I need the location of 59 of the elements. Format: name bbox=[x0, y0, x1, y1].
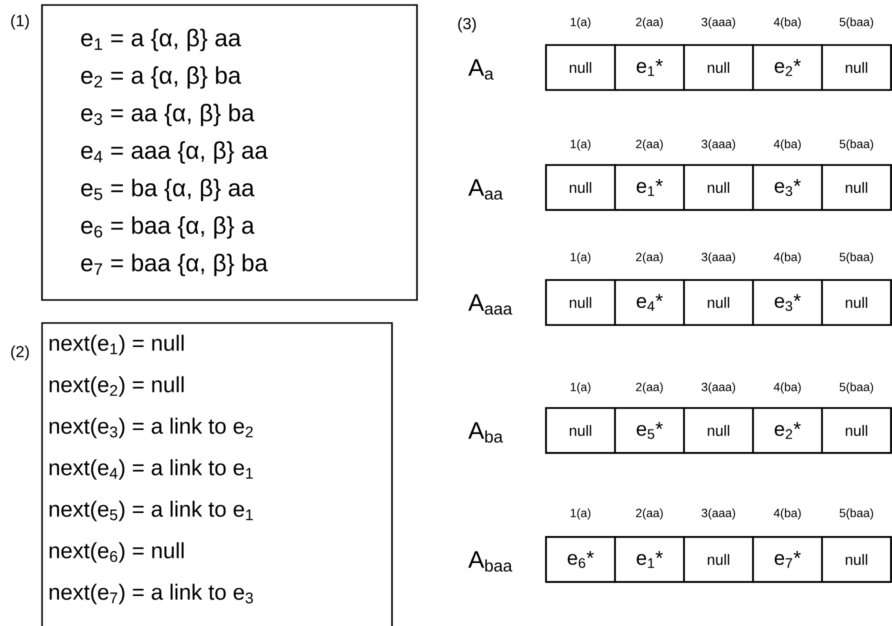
index-label: 4(ba) bbox=[774, 508, 801, 520]
array-cell: e$_{5}$* bbox=[614, 407, 685, 454]
array-cell: null bbox=[545, 44, 616, 91]
array-name: A$_{a}$ bbox=[468, 59, 494, 80]
array-cell: e$_{4}$* bbox=[614, 279, 685, 326]
index-label: 5(baa) bbox=[840, 252, 874, 264]
array-cell: null bbox=[821, 164, 892, 211]
array-cell: e$_{1}$* bbox=[614, 536, 685, 583]
index-label: 1(a) bbox=[570, 508, 590, 520]
array-cell: e$_{7}$* bbox=[752, 536, 823, 583]
array-cell: null bbox=[683, 279, 754, 326]
index-label: 3(aaa) bbox=[702, 252, 736, 264]
index-label: 3(aaa) bbox=[702, 382, 736, 394]
array-cell: e$_{3}$* bbox=[752, 279, 823, 326]
index-label: 1(a) bbox=[570, 17, 590, 29]
index-label: 5(baa) bbox=[840, 508, 874, 520]
array-cell: e$_{2}$* bbox=[752, 44, 823, 91]
array-cell: null bbox=[545, 164, 616, 211]
index-label: 4(ba) bbox=[774, 382, 801, 394]
array-cell: null bbox=[683, 44, 754, 91]
index-label: 3(aaa) bbox=[702, 139, 736, 151]
array-cell: null bbox=[821, 44, 892, 91]
index-label: 2(aa) bbox=[636, 139, 663, 151]
array-cell: null bbox=[821, 536, 892, 583]
array-cell: null bbox=[545, 279, 616, 326]
array-cell: e$_{6}$* bbox=[545, 536, 616, 583]
panel-number: (3) bbox=[458, 18, 476, 32]
index-label: 2(aa) bbox=[636, 252, 663, 264]
array-name: A$_{aaa}$ bbox=[468, 294, 512, 315]
index-label: 5(baa) bbox=[840, 382, 874, 394]
array-name: A$_{aa}$ bbox=[468, 179, 503, 200]
array-name: A$_{ba}$ bbox=[468, 422, 503, 443]
array-cell: null bbox=[683, 536, 754, 583]
array-cell: null bbox=[683, 407, 754, 454]
array-cell: e$_{1}$* bbox=[614, 44, 685, 91]
array-cell: null bbox=[545, 407, 616, 454]
index-label: 2(aa) bbox=[636, 382, 663, 394]
array-cell: e$_{2}$* bbox=[752, 407, 823, 454]
panel-number: (2) bbox=[11, 346, 29, 360]
index-label: 4(ba) bbox=[774, 139, 801, 151]
index-label: 5(baa) bbox=[840, 139, 874, 151]
index-label: 3(aaa) bbox=[702, 17, 736, 29]
text-box: e$_{1}$ = a {α, β} aa e$_{2}$ = a {α, β} ba e$_{3}$ = aa {α, β} ba e$_{4}$ = aaa {α, β} aa e$_{5}$ = ba {α, β} aa e$_{6}$ = baa {α, β} a e$_{7}$ = baa {α, β} ba bbox=[41, 4, 418, 301]
array-cell: null bbox=[821, 279, 892, 326]
array-cell: null bbox=[821, 407, 892, 454]
array-cell: e$_{3}$* bbox=[752, 164, 823, 211]
index-label: 5(baa) bbox=[840, 17, 874, 29]
index-label: 4(ba) bbox=[774, 252, 801, 264]
index-label: 4(ba) bbox=[774, 17, 801, 29]
array-cell: null bbox=[683, 164, 754, 211]
array-cell: e$_{1}$* bbox=[614, 164, 685, 211]
index-label: 2(aa) bbox=[636, 508, 663, 520]
index-label: 2(aa) bbox=[636, 17, 663, 29]
index-label: 1(a) bbox=[570, 252, 590, 264]
array-name: A$_{baa}$ bbox=[468, 551, 512, 572]
text-box: next(e$_{1}$) = null next(e$_{2}$) = null next(e$_{3}$) = a link to e$_{2}$ next(e$_{4}$) = a link to e$_{1}$ next(e$_{5}$) = a link to e$_{1}$ next(e$_{6}$) = null next(e$_{7}$) = a link to e$_{3}$ bbox=[41, 322, 393, 626]
index-label: 3(aaa) bbox=[702, 508, 736, 520]
index-label: 1(a) bbox=[570, 382, 590, 394]
index-label: 1(a) bbox=[570, 139, 590, 151]
